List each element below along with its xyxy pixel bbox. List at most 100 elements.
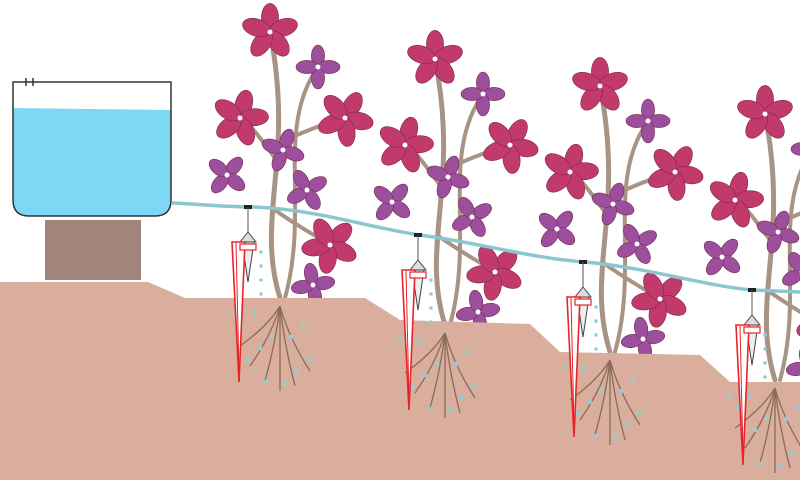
petal	[796, 320, 800, 339]
plant	[208, 3, 374, 308]
flower-center	[719, 254, 725, 260]
water-droplet	[752, 427, 758, 433]
red-stake	[401, 269, 416, 411]
flower-center	[280, 147, 286, 153]
flower-center	[342, 115, 348, 121]
root	[579, 359, 611, 421]
tank-water	[13, 108, 171, 216]
red-flower	[796, 320, 800, 339]
flower-center	[732, 197, 738, 203]
water-droplet	[282, 380, 288, 386]
stem	[432, 56, 448, 328]
water-droplet	[429, 320, 433, 324]
drip-emitter	[231, 205, 263, 383]
red-flower	[214, 89, 269, 146]
water-droplet	[594, 347, 598, 351]
water-droplet	[447, 407, 453, 413]
water-droplet	[397, 337, 403, 343]
water-droplet	[758, 461, 764, 467]
water-droplet	[594, 333, 598, 337]
drip-emitter	[401, 233, 433, 411]
purple-flower	[208, 156, 246, 194]
water-droplet	[763, 361, 767, 365]
water-droplet	[429, 306, 433, 310]
plant	[703, 85, 800, 383]
purple-flower	[261, 128, 305, 172]
water-droplet	[416, 338, 422, 344]
flower-center	[402, 142, 408, 148]
water-droplet	[777, 462, 783, 468]
flower-center	[492, 269, 498, 275]
drip-emitter	[566, 260, 598, 438]
red-flower	[709, 171, 764, 228]
water-droplet	[636, 410, 642, 416]
water-droplet	[581, 365, 587, 371]
stake-stripe	[235, 242, 240, 373]
water-droplet	[434, 360, 440, 366]
flower-center	[645, 118, 651, 124]
red-flower	[648, 146, 704, 201]
water-droplet	[263, 379, 269, 385]
water-droplet	[575, 411, 581, 417]
flower-center	[640, 336, 646, 342]
plants-layer	[208, 3, 800, 383]
water-droplet	[459, 395, 465, 401]
stake-collar	[743, 326, 761, 334]
tank-outline	[12, 81, 172, 217]
red-flower	[737, 85, 793, 139]
purple-flower	[591, 182, 635, 226]
stake-stripe	[405, 270, 410, 401]
root	[759, 387, 776, 464]
petal	[460, 87, 484, 101]
water-droplet	[734, 405, 740, 411]
root	[609, 359, 626, 441]
flower-center	[304, 187, 310, 193]
red-flower	[572, 57, 628, 111]
root	[414, 332, 446, 394]
petal	[625, 114, 649, 128]
petal	[295, 60, 319, 74]
roots-layer	[232, 305, 800, 473]
water-droplet	[593, 433, 599, 439]
root	[249, 305, 281, 367]
stake-collar	[409, 271, 427, 279]
stake-collar	[574, 298, 592, 306]
water-droplet	[465, 349, 471, 355]
water-droplet	[251, 311, 257, 317]
root	[279, 305, 296, 387]
drip-hose	[171, 201, 800, 294]
root	[444, 332, 461, 414]
water-droplet	[300, 322, 306, 328]
petal	[790, 142, 800, 156]
water-droplet	[727, 392, 733, 398]
purple-flower	[452, 197, 492, 237]
water-droplet	[429, 292, 433, 296]
water-droplet	[269, 333, 275, 339]
purple-flower	[617, 224, 657, 264]
root	[429, 332, 446, 409]
red-flower	[301, 218, 357, 274]
plant	[538, 57, 704, 362]
water-droplet	[257, 345, 263, 351]
purple-flower	[538, 210, 576, 248]
root	[594, 359, 611, 436]
root	[744, 387, 776, 449]
flower-center	[237, 115, 243, 121]
petal	[782, 269, 800, 286]
purple-flower	[703, 238, 741, 276]
red-flower	[466, 245, 522, 301]
water-droplet	[259, 292, 263, 296]
red-flower	[544, 143, 599, 200]
tank-stand	[45, 220, 141, 280]
flower-center	[762, 111, 768, 117]
red-flower	[407, 30, 463, 84]
water-droplet	[599, 387, 605, 393]
water-droplet	[594, 305, 598, 309]
water-droplet	[763, 333, 767, 337]
roots	[727, 387, 800, 473]
flower-center	[310, 282, 316, 288]
emitters-layer	[231, 205, 767, 466]
red-stake	[566, 296, 581, 438]
purple-flower	[290, 262, 336, 308]
water-droplet	[612, 434, 618, 440]
